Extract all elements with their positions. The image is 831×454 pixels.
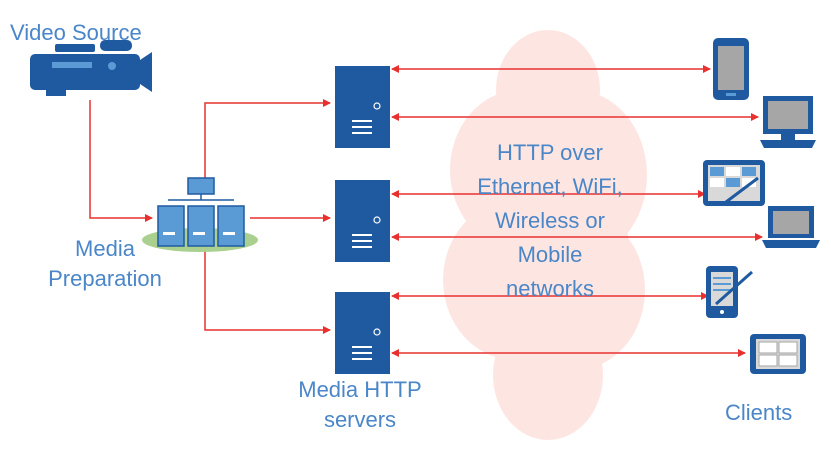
desktop-computer-icon bbox=[760, 96, 816, 148]
video-camera-icon bbox=[30, 40, 152, 96]
network-line-4: Mobile bbox=[517, 242, 583, 267]
server-tower-icon bbox=[335, 180, 390, 262]
clients-label: Clients bbox=[725, 400, 793, 425]
server-tower-icon bbox=[335, 66, 390, 148]
tablet-with-pen-icon bbox=[703, 160, 765, 207]
network-line-1: HTTP over bbox=[497, 140, 603, 165]
connector-lines bbox=[89, 65, 763, 357]
laptop-icon bbox=[762, 206, 820, 248]
media-preparation-label: Media Preparation bbox=[30, 234, 180, 294]
prep-to-server3-arrow bbox=[204, 250, 331, 334]
servers-label-line2: servers bbox=[323, 407, 397, 432]
network-line-5: networks bbox=[505, 276, 595, 301]
media-preparation-line1: Media bbox=[75, 236, 135, 261]
media-http-servers-label: Media HTTP servers bbox=[270, 375, 450, 435]
network-line-2: Ethernet, WiFi, bbox=[477, 174, 623, 199]
media-preparation-line2: Preparation bbox=[48, 266, 162, 291]
network-line-3: Wireless or bbox=[494, 208, 605, 233]
media-preparation-server-icon bbox=[142, 177, 258, 252]
video-source-label: Video Source bbox=[10, 20, 142, 45]
prep-to-server1-arrow bbox=[204, 99, 331, 180]
pda-stylus-icon bbox=[706, 266, 753, 318]
tablet-icon bbox=[750, 334, 806, 374]
network-description: HTTP over Ethernet, WiFi, Wireless or Mo… bbox=[455, 136, 645, 306]
camera-to-prep-arrow bbox=[89, 100, 153, 222]
server-tower-icon bbox=[335, 292, 390, 374]
smartphone-icon bbox=[713, 38, 749, 100]
servers-label-line1: Media HTTP bbox=[298, 377, 422, 402]
